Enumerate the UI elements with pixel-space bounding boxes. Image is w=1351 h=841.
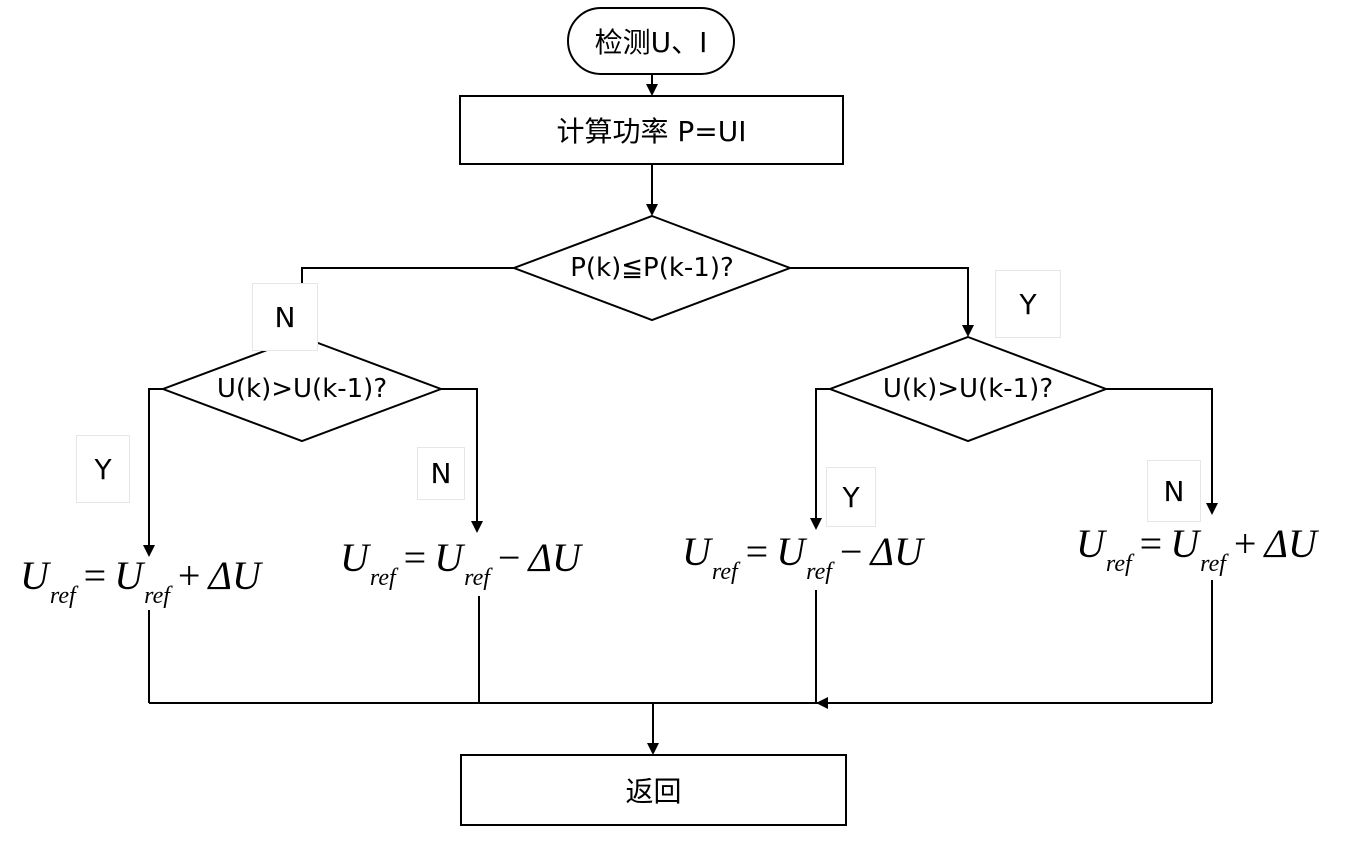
formula-delta: ΔU	[208, 553, 261, 598]
formula-sign: +	[177, 553, 201, 598]
formula-lhs-subscript: ref	[49, 583, 76, 609]
branch-label-left-no: N	[417, 447, 465, 500]
decision-left-shape	[160, 335, 444, 443]
formula-lhs: U	[20, 553, 49, 598]
formula-lhs-subscript: ref	[711, 559, 738, 585]
formula-lhs: U	[1076, 521, 1105, 566]
branch-label-left-yes: Y	[76, 435, 130, 503]
decision-main-label: P(k)≦P(k-1)?	[570, 253, 734, 283]
formula-lhs: U	[340, 535, 369, 580]
formula-rhs-subscript: ref	[144, 583, 170, 609]
connector-right-yes-branch	[810, 388, 830, 530]
formula-right-yes: Uref=Uref−ΔU	[682, 529, 923, 585]
formula-rhs: U	[1170, 521, 1200, 566]
connector-main-no-branch	[296, 267, 514, 337]
end-box-label: 返回	[625, 775, 682, 808]
formula-equals: =	[83, 553, 107, 598]
branch-label-main-no: N	[252, 283, 318, 351]
formula-delta: ΔU	[528, 535, 581, 580]
connector-main-yes-branch	[790, 267, 974, 337]
formula-lhs-subscript: ref	[369, 565, 396, 591]
formula-rhs-subscript: ref	[1200, 551, 1226, 577]
formula-sign: −	[497, 535, 521, 580]
branch-label-main-yes: Y	[995, 270, 1061, 338]
connector-left-no-branch	[441, 388, 483, 533]
formula-rhs: U	[114, 553, 144, 598]
decision-main-shape	[511, 214, 793, 322]
formula-rhs: U	[434, 535, 464, 580]
formula-lhs: U	[682, 529, 711, 574]
formula-left-no: Uref=Uref−ΔU	[340, 535, 581, 591]
decision-left-label: U(k)>U(k-1)?	[216, 374, 388, 404]
branch-label-right-no: N	[1147, 460, 1201, 522]
formula-rhs: U	[776, 529, 806, 574]
end-box-shape	[460, 754, 847, 826]
formula-right-no: Uref=Uref+ΔU	[1076, 521, 1317, 577]
compute-box-label: 计算功率 P=UI	[556, 115, 747, 148]
formula-equals: =	[403, 535, 427, 580]
start-terminal-label: 检测U、I	[594, 26, 708, 59]
decision-right-label: U(k)>U(k-1)?	[882, 374, 1054, 404]
connector-left-yes-branch	[143, 388, 163, 557]
formula-sign: −	[839, 529, 863, 574]
compute-box-shape	[459, 95, 844, 165]
formula-delta: ΔU	[1264, 521, 1317, 566]
formula-lhs-subscript: ref	[1105, 551, 1132, 577]
formula-rhs-subscript: ref	[464, 565, 490, 591]
connector-right-no-branch	[1106, 388, 1218, 515]
formula-rhs-subscript: ref	[806, 559, 832, 585]
decision-right-shape	[827, 335, 1109, 443]
formula-equals: =	[1139, 521, 1163, 566]
formula-delta: ΔU	[870, 529, 923, 574]
formula-equals: =	[745, 529, 769, 574]
formula-sign: +	[1233, 521, 1257, 566]
branch-label-right-yes: Y	[826, 467, 876, 527]
formula-left-yes: Uref=Uref+ΔU	[20, 553, 261, 609]
